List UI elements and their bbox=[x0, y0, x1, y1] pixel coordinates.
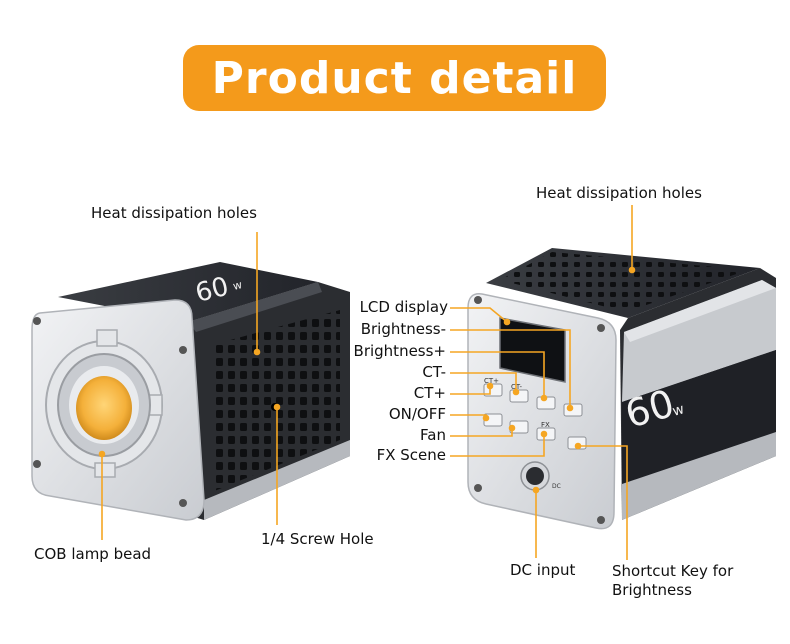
key-dc-text: DC bbox=[552, 483, 561, 490]
brightness-minus-key[interactable] bbox=[563, 403, 583, 417]
right-panel-sub: w bbox=[671, 401, 686, 420]
left-lamp bbox=[31, 262, 350, 521]
key-ctplus-text: CT+ bbox=[484, 377, 499, 385]
label-brightness-plus: Brightness+ bbox=[353, 342, 446, 360]
label-on-off: ON/OFF bbox=[388, 405, 446, 423]
right-lamp bbox=[467, 248, 776, 530]
label-ct-plus: CT+ bbox=[413, 384, 446, 402]
label-heat-right: Heat dissipation holes bbox=[536, 184, 702, 202]
title-banner: Product detail bbox=[183, 45, 606, 111]
label-shortcut-key: Shortcut Key for Brightness bbox=[612, 562, 734, 599]
label-fx-scene: FX Scene bbox=[376, 446, 446, 464]
label-screw-hole: 1/4 Screw Hole bbox=[261, 530, 374, 548]
cob-lamp-bead bbox=[76, 376, 132, 440]
label-lcd: LCD display bbox=[359, 298, 448, 316]
left-panel-sub: w bbox=[232, 278, 244, 293]
dc-port bbox=[526, 467, 544, 485]
label-ct-minus: CT- bbox=[422, 363, 446, 381]
label-dc-input: DC input bbox=[510, 561, 576, 579]
right-leaders bbox=[450, 205, 636, 560]
label-brightness-minus: Brightness- bbox=[360, 320, 446, 338]
key-fx-text: FX bbox=[541, 421, 550, 429]
label-heat-left: Heat dissipation holes bbox=[91, 204, 257, 222]
label-cob: COB lamp bead bbox=[34, 545, 152, 563]
left-leaders bbox=[98, 232, 281, 540]
label-fan: Fan bbox=[420, 426, 446, 444]
page-title: Product detail bbox=[211, 52, 578, 104]
